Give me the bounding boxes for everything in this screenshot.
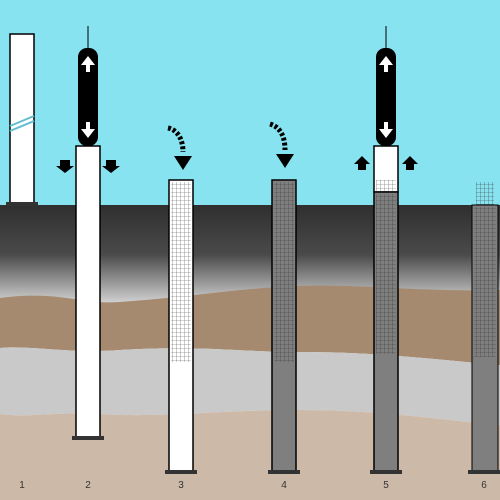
up-arrow-icon bbox=[402, 156, 418, 170]
step-label-2: 2 bbox=[85, 480, 91, 491]
step-label-4: 4 bbox=[281, 480, 287, 491]
vibro-driver-icon bbox=[78, 48, 98, 146]
curved-insert-arrow-icon bbox=[167, 125, 186, 153]
step-label-5: 5 bbox=[383, 480, 389, 491]
step-4-concrete-pour bbox=[268, 121, 300, 474]
rebar-cage bbox=[171, 182, 191, 362]
curved-pour-arrow-icon bbox=[269, 121, 288, 151]
vibro-driver-icon bbox=[376, 48, 396, 146]
sky bbox=[0, 0, 500, 205]
step-2-driving-casing bbox=[56, 26, 120, 440]
down-arrow-icon bbox=[102, 160, 120, 173]
step-label-1: 1 bbox=[19, 480, 25, 491]
down-arrow-icon bbox=[56, 160, 74, 173]
tan-soil-layer bbox=[0, 410, 500, 500]
up-arrow-icon bbox=[354, 156, 370, 170]
step-label-6: 6 bbox=[481, 480, 487, 491]
step-label-3: 3 bbox=[178, 480, 184, 491]
step-3-rebar-insert bbox=[165, 125, 197, 474]
step-6-finished-pile bbox=[468, 182, 500, 474]
step-5-casing-extraction bbox=[354, 26, 418, 474]
step-1-casing-tube bbox=[6, 33, 38, 206]
